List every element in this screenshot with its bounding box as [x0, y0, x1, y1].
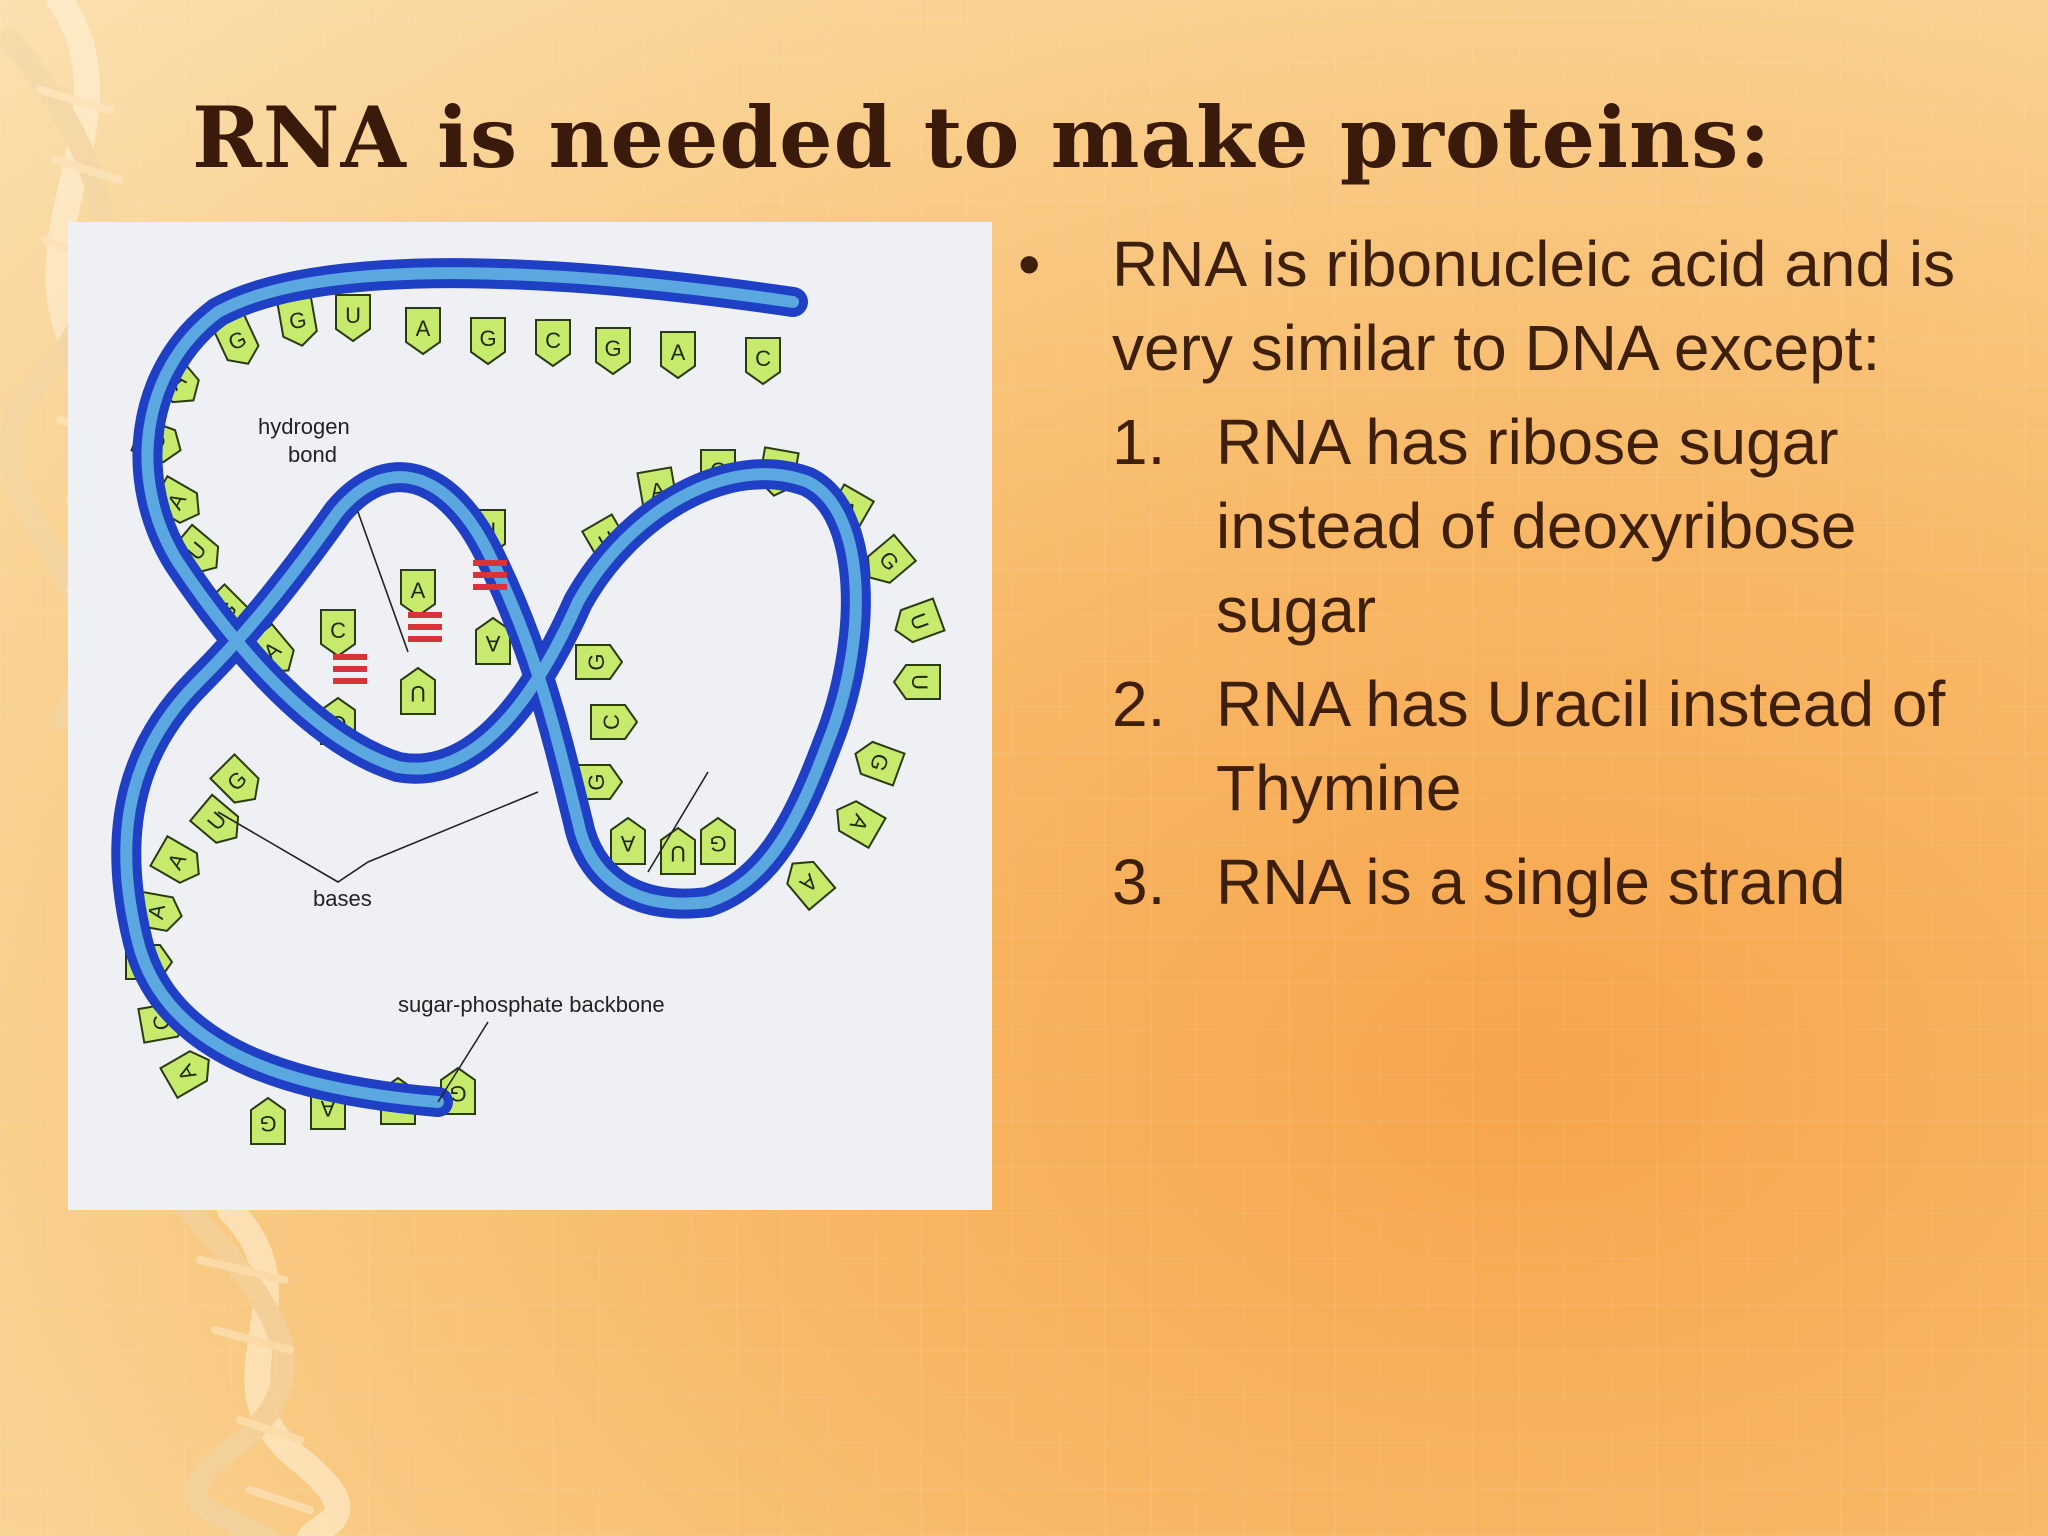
base-letter: C	[755, 346, 771, 371]
nucleotide-base: U	[188, 793, 240, 844]
nucleotide-base: A	[149, 834, 200, 884]
list-item-number: 2.	[1112, 668, 1166, 740]
base-letter: U	[345, 303, 361, 328]
nucleotide-base: U	[335, 294, 371, 343]
base-letter: G	[479, 326, 496, 351]
label-hydrogen: hydrogen	[258, 414, 350, 439]
base-letter: C	[330, 618, 346, 643]
nucleotide-base: A	[400, 569, 436, 618]
list-item-text: RNA is a single strand	[1216, 846, 1846, 918]
list-item-number: 1.	[1112, 406, 1166, 478]
nucleotide-base: U	[400, 666, 436, 715]
nucleotide-base: A	[786, 860, 837, 912]
nucleotide-base: A	[405, 307, 441, 356]
base-letter: A	[620, 831, 635, 856]
label-bond: bond	[288, 442, 337, 467]
nucleotide-base: G	[209, 753, 260, 804]
nucleotide-base: C	[745, 337, 781, 386]
nucleotide-base: U	[660, 826, 696, 875]
list-item: 3. RNA is a single strand	[1000, 840, 2020, 924]
sugar-phosphate-backbone	[111, 258, 871, 1117]
base-letter: G	[287, 307, 308, 335]
base-letter: G	[584, 773, 609, 790]
list-item-text: RNA has ribose sugar instead of deoxyrib…	[1216, 406, 1857, 646]
base-letter: A	[411, 578, 426, 603]
nucleotide-base: G	[700, 816, 736, 865]
hydrogen-bonds	[333, 560, 507, 684]
bullet-item: • RNA is ribonucleic acid and is very si…	[1000, 222, 2020, 390]
nucleotide-base: A	[660, 331, 696, 380]
list-item: 1. RNA has ribose sugar instead of deoxy…	[1000, 400, 2020, 652]
backbone-dark-ribbon	[111, 258, 871, 1117]
nucleotide-base: G	[854, 740, 906, 787]
base-letter: U	[907, 674, 932, 690]
label-sugar-phosphate-backbone: sugar-phosphate backbone	[398, 992, 665, 1017]
numbered-list: 1. RNA has ribose sugar instead of deoxy…	[1000, 400, 2020, 924]
slide-content: • RNA is ribonucleic acid and is very si…	[1000, 222, 2020, 934]
nucleotide-base: A	[610, 816, 646, 865]
base-letter: G	[709, 831, 726, 856]
bullet-text: RNA is ribonucleic acid and is very simi…	[1112, 228, 1956, 384]
base-letter: A	[485, 631, 500, 656]
nucleotide-base: C	[535, 319, 571, 368]
slide-title: RNA is needed to make proteins:	[192, 88, 1772, 187]
backbone-light-ribbon	[120, 267, 862, 1108]
list-item-text: RNA has Uracil instead of Thymine	[1216, 668, 1946, 824]
base-letter: G	[604, 336, 621, 361]
list-item: 2. RNA has Uracil instead of Thymine	[1000, 662, 2020, 830]
base-letter: A	[143, 902, 170, 921]
nucleotide-base: A	[159, 1050, 210, 1100]
list-item-number: 3.	[1112, 846, 1166, 918]
nucleotide-base: U	[894, 597, 946, 644]
label-bases: bases	[313, 886, 372, 911]
base-letter: C	[545, 328, 561, 353]
nucleotide-base: G	[276, 296, 318, 347]
base-letter: U	[670, 841, 686, 866]
nucleotide-base: C	[320, 609, 356, 658]
base-letter: U	[410, 681, 426, 706]
nucleotide-base: U	[892, 664, 941, 700]
base-letter: G	[584, 653, 609, 670]
base-letter: A	[671, 340, 686, 365]
nucleotide-base: G	[866, 533, 918, 584]
base-letter: C	[599, 714, 624, 730]
nucleotide-base: G	[595, 327, 631, 376]
base-letter: G	[449, 1081, 466, 1106]
leader-lines	[217, 511, 709, 1103]
nucleotide-base: C	[590, 704, 639, 740]
bullet-marker: •	[1018, 228, 1041, 300]
base-letter: A	[320, 1096, 335, 1121]
base-letter: G	[259, 1111, 276, 1136]
nucleotide-base: G	[575, 764, 624, 800]
nucleotide-base: G	[470, 317, 506, 366]
nucleotide-base: A	[836, 800, 887, 850]
nucleotide-base: G	[250, 1096, 286, 1145]
nucleotide-base: G	[575, 644, 624, 680]
base-letter: A	[416, 316, 431, 341]
